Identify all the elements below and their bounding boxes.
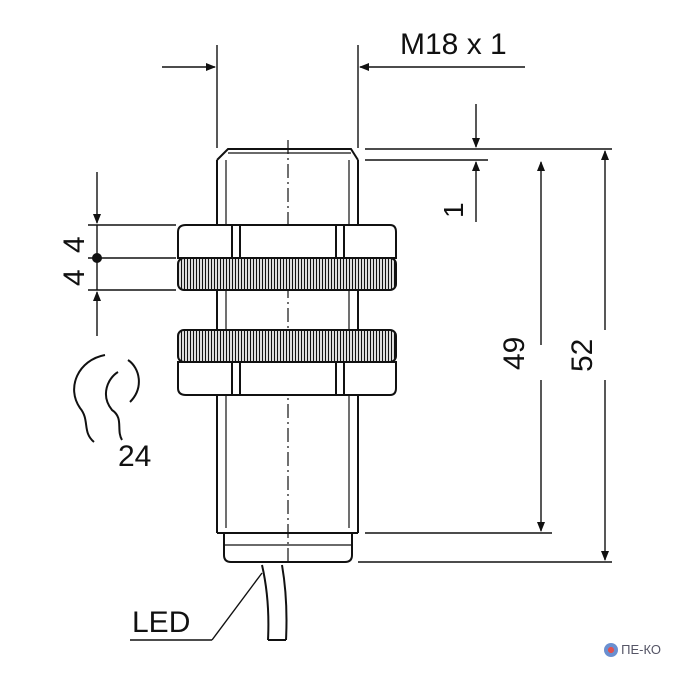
nut-top-knurl [177, 257, 397, 291]
dimension-point [92, 253, 102, 263]
watermark-text: ПЕ-КО [621, 642, 661, 657]
thread-label: M18 x 1 [400, 28, 507, 61]
nut-bottom [177, 329, 397, 396]
nut-thickness-bottom-label: 4 [58, 269, 91, 286]
nut-bottom-knurl [177, 329, 397, 363]
nut-thickness-dimension [88, 172, 176, 336]
wrench-size-label: 24 [118, 440, 151, 473]
wrench-icon [73, 354, 140, 443]
offset-label: 1 [438, 202, 469, 218]
cable [261, 564, 288, 641]
nut-thickness-top-label: 4 [58, 236, 91, 253]
nut-top [177, 224, 397, 291]
offset-dimension [365, 104, 612, 222]
led-callout [130, 572, 263, 641]
led-label: LED [132, 606, 190, 639]
total-length-label: 52 [566, 339, 599, 372]
thread-dimension [162, 45, 525, 148]
thread-length-dimension [365, 161, 552, 534]
total-length-dimension [358, 150, 612, 563]
watermark-logo-icon [604, 642, 619, 657]
watermark: ПЕ-КО [604, 642, 661, 657]
thread-length-label: 49 [498, 337, 531, 370]
